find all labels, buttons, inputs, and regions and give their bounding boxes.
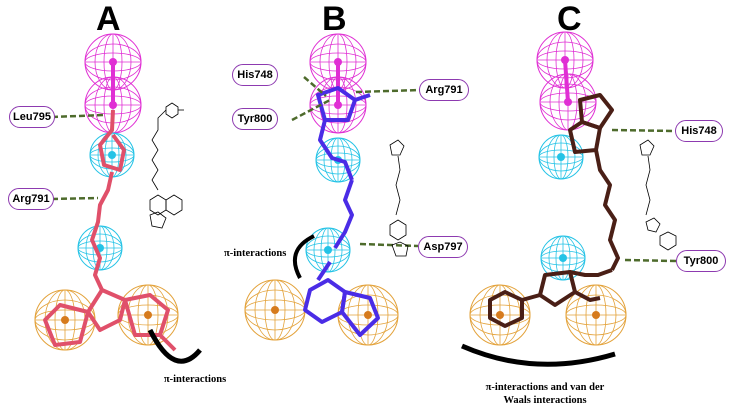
residue-label-asp797: Asp797 <box>418 236 468 258</box>
aromatic-sphere-icon <box>89 132 135 178</box>
interaction-note-a: π-interactions <box>163 374 227 385</box>
panel-letter-c: C <box>557 0 582 38</box>
hbond-dash-icon <box>624 258 677 263</box>
hydrophobic-sphere-icon <box>244 279 306 341</box>
residue-label-his748: His748 <box>675 120 723 142</box>
panel-letter-b: B <box>322 0 347 38</box>
inset-2d-structure <box>639 139 677 251</box>
residue-label-arg791: Arg791 <box>419 79 469 101</box>
hbond-dash-icon <box>359 242 419 248</box>
aromatic-sphere-icon <box>538 134 584 180</box>
hbond-dash-icon <box>611 128 676 133</box>
residue-label-his748: His748 <box>232 64 278 86</box>
ligand-stick-icon <box>303 86 380 337</box>
residue-label-arg791: Arg791 <box>8 188 54 210</box>
hbond-dash-icon <box>355 88 421 94</box>
ligand-stick-icon <box>488 93 620 328</box>
inset-2d-structure <box>389 139 409 257</box>
residue-label-tyr800: Tyr800 <box>232 108 278 130</box>
interaction-note-c: π-interactions and van der Waals interac… <box>470 381 620 407</box>
hbond-dash-icon <box>303 76 327 97</box>
inset-2d-structure <box>149 102 184 229</box>
arc-icon <box>460 343 616 367</box>
residue-label-leu795: Leu795 <box>9 106 55 128</box>
hbond-dash-icon <box>291 98 331 122</box>
panel-b <box>244 33 421 346</box>
ligand-stick-icon <box>43 109 177 352</box>
arc-icon <box>292 234 315 279</box>
residue-label-tyr800: Tyr800 <box>676 250 726 272</box>
panel-c <box>460 31 677 367</box>
panel-a <box>34 33 202 364</box>
arc-icon <box>147 328 202 364</box>
interaction-note-b: π-interactions <box>224 248 287 259</box>
interaction-note-c-line2: Waals interactions <box>503 395 587 407</box>
hbond-dash-icon <box>51 196 99 201</box>
panel-letter-a: A <box>96 0 121 38</box>
interaction-note-c-line1: π-interactions and van der <box>485 382 605 393</box>
